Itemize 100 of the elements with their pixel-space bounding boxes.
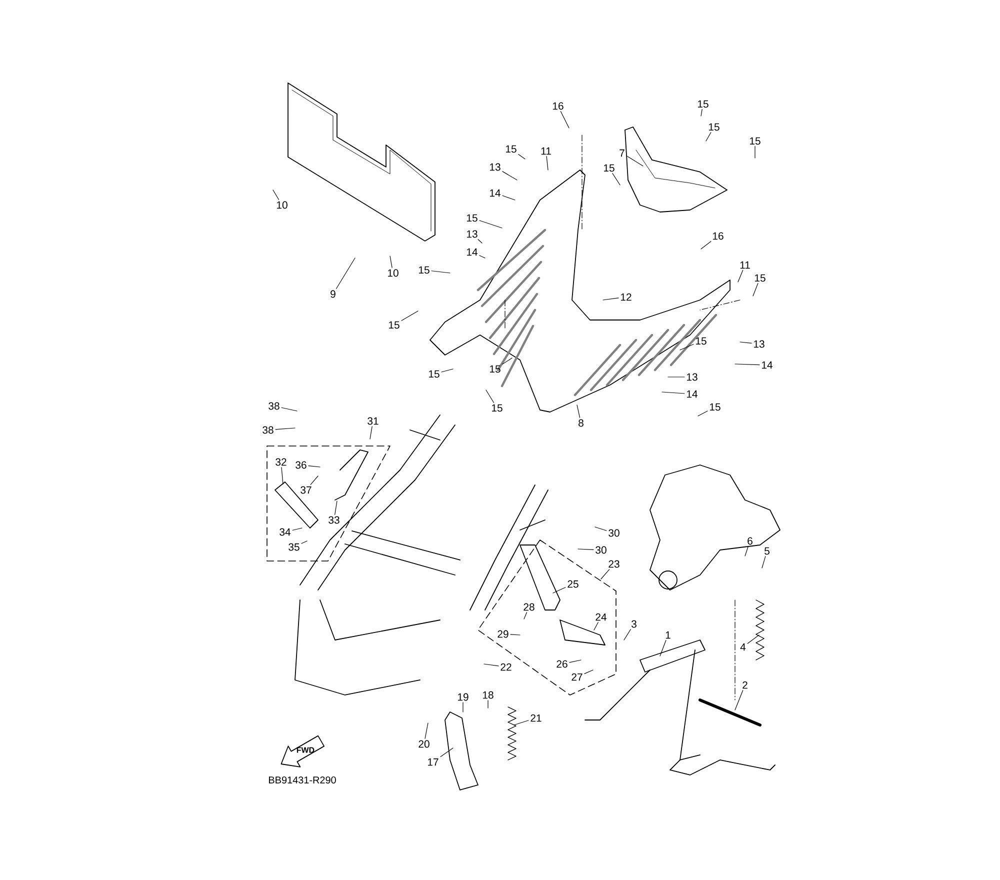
leader-line	[734, 364, 760, 366]
leader-line	[546, 156, 548, 170]
callout-number: 18	[482, 691, 494, 699]
callout-number: 15	[388, 321, 400, 329]
leader-line	[626, 156, 644, 166]
callout-number: 29	[498, 630, 508, 638]
callout-number: 15	[604, 164, 614, 172]
callout-number: 24	[596, 613, 606, 621]
callout-number: 1	[666, 631, 670, 639]
callout-number: 10	[388, 269, 398, 277]
callout-number: 19	[458, 693, 468, 701]
callout-number: 3	[631, 620, 636, 628]
callout-number: 38	[262, 426, 274, 434]
leader-line	[738, 270, 744, 282]
callout-number: 33	[328, 516, 340, 524]
leader-line	[514, 720, 529, 726]
leader-line	[518, 154, 526, 160]
leader-line	[668, 376, 685, 378]
callout-number: 15	[696, 337, 706, 345]
leader-line	[484, 664, 499, 666]
leader-line	[524, 612, 528, 620]
callout-number: 25	[568, 580, 578, 588]
callout-number: 15	[492, 404, 502, 412]
leader-line	[680, 344, 694, 350]
callout-number: 8	[578, 419, 584, 427]
leader-line	[281, 407, 298, 412]
leader-line	[698, 410, 708, 416]
leader-line	[462, 702, 464, 712]
leader-line	[624, 629, 631, 640]
leader-line	[275, 428, 296, 430]
callout-number: 10	[276, 201, 288, 209]
callout-number: 15	[698, 100, 708, 108]
leader-line	[401, 310, 418, 321]
leader-line	[479, 220, 502, 228]
leader-line	[370, 426, 372, 440]
leader-line	[740, 342, 752, 344]
callout-number: 34	[280, 528, 290, 536]
callout-number: 20	[418, 740, 430, 748]
leader-line	[744, 546, 748, 556]
leader-line	[292, 528, 302, 531]
callout-number: 36	[296, 461, 306, 469]
callout-number: 6	[748, 537, 752, 545]
callout-number: 15	[506, 145, 516, 153]
callout-number: 17	[428, 758, 438, 766]
callout-number: 12	[620, 293, 632, 301]
callout-number: 15	[428, 370, 440, 378]
callout-number: 37	[300, 486, 312, 494]
leader-line	[552, 587, 566, 594]
leader-line	[762, 556, 766, 568]
leader-line	[486, 390, 494, 403]
leader-line	[700, 109, 702, 116]
leader-line	[600, 569, 610, 580]
leader-line	[308, 466, 320, 468]
leader-line	[502, 195, 516, 200]
callout-number: 21	[530, 714, 542, 722]
leader-line	[752, 283, 758, 296]
leader-line	[584, 670, 594, 674]
callout-number: 2	[742, 681, 748, 689]
leader-line	[662, 392, 685, 394]
callout-number: 15	[466, 214, 478, 222]
leader-line	[301, 540, 308, 544]
callout-number: 9	[330, 290, 336, 298]
callout-number: 14	[686, 390, 698, 398]
callout-number: 14	[466, 248, 478, 256]
leader-line	[594, 526, 607, 531]
callout-number: 22	[500, 663, 512, 671]
leader-line	[478, 239, 482, 244]
callout-number: 31	[368, 417, 378, 425]
leader-line	[502, 171, 518, 180]
leader-line	[578, 548, 594, 550]
callout-number: 11	[740, 261, 750, 269]
callout-number: 15	[710, 403, 720, 411]
callout-number: 16	[552, 102, 564, 110]
leader-line	[569, 660, 582, 663]
callout-number: 30	[596, 546, 606, 554]
leader-line	[424, 722, 428, 739]
leader-line	[334, 500, 338, 515]
callout-number: 30	[608, 529, 620, 537]
callout-number: 13	[754, 340, 764, 348]
callout-number: 27	[572, 673, 582, 681]
callout-number: 26	[556, 660, 568, 668]
leader-line	[281, 467, 284, 484]
leader-line	[431, 270, 450, 274]
leader-line	[510, 634, 520, 636]
leader-line	[390, 256, 392, 268]
callout-number: 35	[288, 543, 300, 551]
leader-line	[747, 634, 760, 644]
callout-number: 15	[708, 123, 720, 131]
callout-number: 15	[418, 266, 430, 274]
leader-line	[502, 358, 512, 364]
callout-number: 28	[524, 603, 534, 611]
callout-number: 15	[754, 274, 766, 282]
callout-number: 7	[620, 149, 624, 157]
callout-number: 14	[490, 189, 500, 197]
leader-line	[706, 132, 712, 142]
callout-number: 11	[541, 147, 551, 155]
callout-number: 23	[608, 560, 620, 568]
leader-line	[336, 258, 356, 289]
leader-line	[734, 690, 744, 710]
leader-line	[700, 241, 712, 250]
